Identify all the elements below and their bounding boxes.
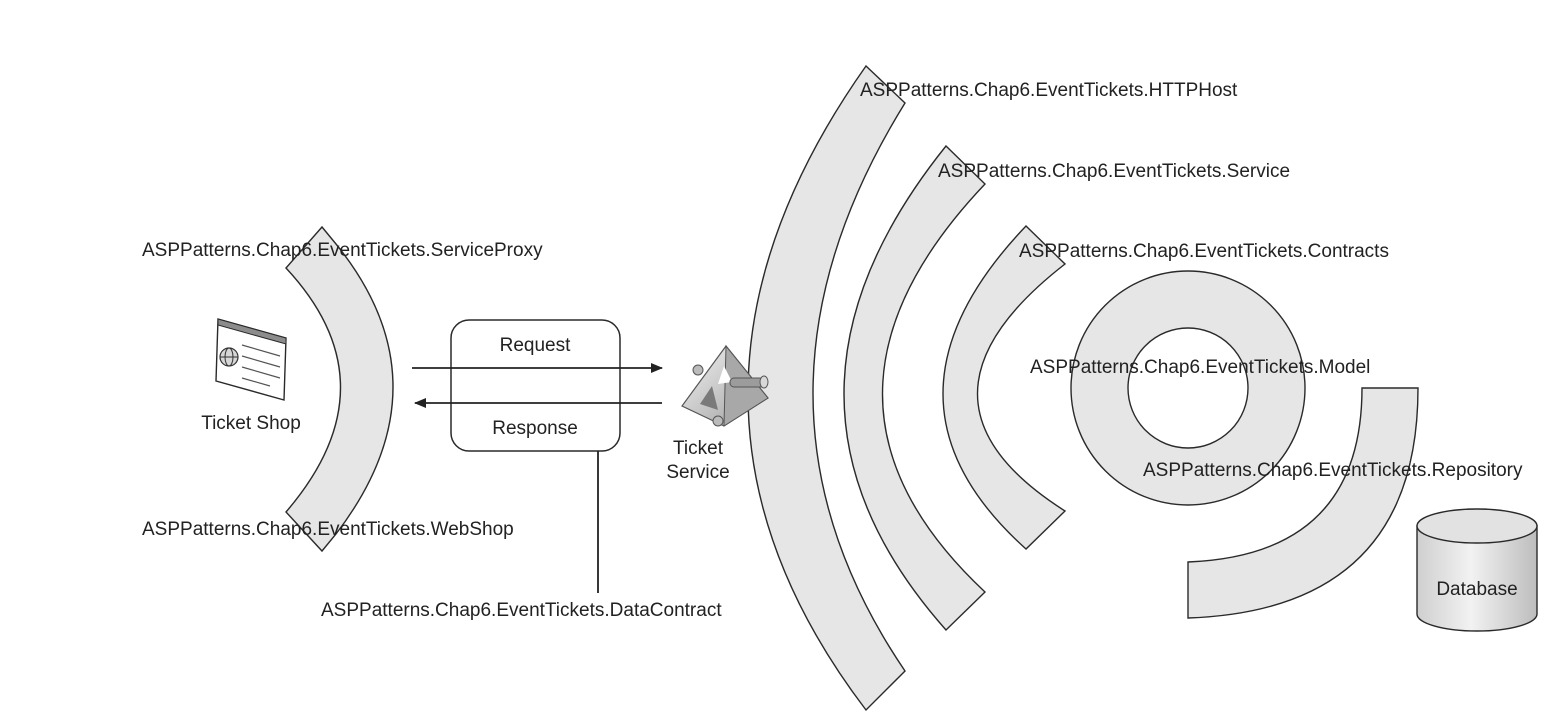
http-host-layer [747,64,906,712]
repository-label: ASPPatterns.Chap6.EventTickets.Repositor… [1143,460,1523,481]
http-host-label: ASPPatterns.Chap6.EventTickets.HTTPHost [860,80,1238,101]
request-label: Request [500,335,571,356]
ticket-shop-label: Ticket Shop [201,413,301,434]
service-layer [843,144,987,632]
ticket-service-label-line2: Service [666,462,729,483]
repository-layer [1187,387,1419,619]
database-label: Database [1436,579,1517,600]
data-contract-label: ASPPatterns.Chap6.EventTickets.DataContr… [321,600,722,621]
model-label: ASPPatterns.Chap6.EventTickets.Model [1030,357,1370,378]
message-box [450,319,621,452]
service-proxy-layer [285,225,394,553]
response-label: Response [492,418,578,439]
database-icon [1416,508,1538,632]
model-core [1127,327,1249,449]
contracts-label: ASPPatterns.Chap6.EventTickets.Contracts [1019,241,1389,262]
ticket-service-label-line1: Ticket [673,438,724,459]
web-shop-label: ASPPatterns.Chap6.EventTickets.WebShop [142,519,514,540]
contracts-layer [942,225,1067,550]
service-proxy-label: ASPPatterns.Chap6.EventTickets.ServicePr… [142,240,543,261]
ticket-shop-browser-icon [215,318,287,401]
service-label: ASPPatterns.Chap6.EventTickets.Service [938,161,1290,182]
ticket-service-icon [681,344,769,427]
